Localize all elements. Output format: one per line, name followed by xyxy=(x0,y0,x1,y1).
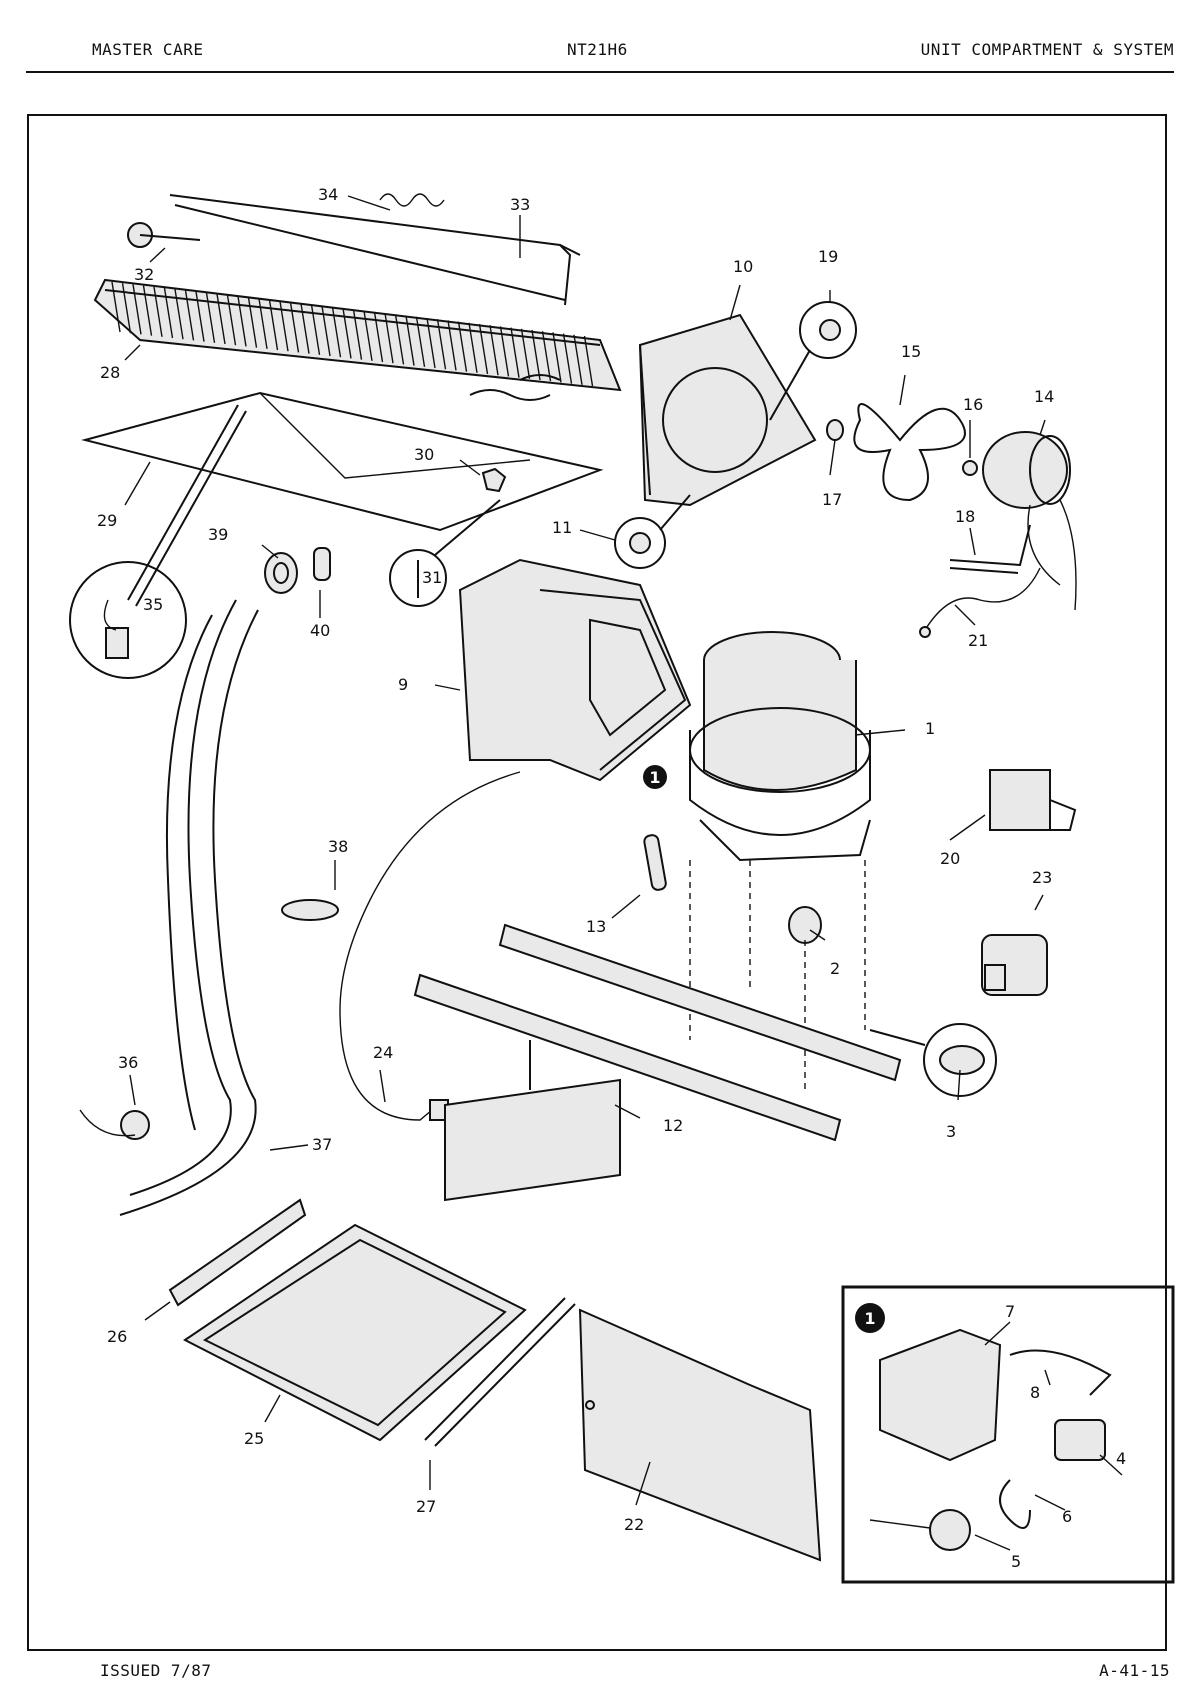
leader-lines xyxy=(124,195,1123,1551)
callout-39: 39 xyxy=(208,525,228,544)
callout-35: 35 xyxy=(143,595,163,614)
callout-10: 10 xyxy=(733,257,753,276)
part-16-nut xyxy=(962,460,978,476)
part-31-detail-circle xyxy=(389,499,501,607)
part-28-condenser xyxy=(93,278,622,401)
callout-40: 40 xyxy=(310,621,330,640)
callout-18: 18 xyxy=(955,507,975,526)
callout-17: 17 xyxy=(822,490,842,509)
part-3-detail-circle xyxy=(869,1023,997,1097)
compressor-ref-marker: 1 xyxy=(643,765,667,789)
callout-12: 12 xyxy=(663,1116,683,1135)
callout-27: 27 xyxy=(416,1497,436,1516)
callout-5: 5 xyxy=(1011,1552,1021,1571)
callout-38: 38 xyxy=(328,837,348,856)
callout-6: 6 xyxy=(1062,1507,1072,1526)
part-9-drain-pan xyxy=(458,558,692,782)
inset-box: 1 xyxy=(841,1285,1175,1584)
part-36-clamp xyxy=(79,1109,150,1140)
callout-37: 37 xyxy=(312,1135,332,1154)
part-6-spring xyxy=(999,1479,1031,1529)
part-4-overload xyxy=(1054,1419,1106,1461)
part-30-clip xyxy=(481,467,507,493)
callout-7: 7 xyxy=(1005,1302,1015,1321)
callout-31: 31 xyxy=(422,568,442,587)
callout-34: 34 xyxy=(318,185,338,204)
part-14-fan-motor xyxy=(982,431,1077,611)
part-38-clamp xyxy=(281,899,339,921)
footer-page-code: A-41-15 xyxy=(1099,1661,1170,1680)
callout-30: 30 xyxy=(414,445,434,464)
part-7-terminal-cover xyxy=(879,1328,1002,1462)
callout-20: 20 xyxy=(940,849,960,868)
footer-issue-date: ISSUED 7/87 xyxy=(100,1661,212,1680)
part-21-harness xyxy=(919,567,1041,638)
callout-9: 9 xyxy=(398,675,408,694)
part-17-clip xyxy=(826,419,844,441)
svg-text:1: 1 xyxy=(864,1309,875,1328)
part-27-rail xyxy=(424,1297,576,1447)
header-section-title: UNIT COMPARTMENT & SYSTEM xyxy=(920,40,1174,59)
part-20-capacitor xyxy=(989,769,1077,831)
part-2-grommet xyxy=(788,906,822,944)
callout-15: 15 xyxy=(901,342,921,361)
part-13-drier xyxy=(643,834,667,891)
part-12-base-rails xyxy=(413,923,902,1202)
callout-4: 4 xyxy=(1116,1449,1126,1468)
callout-22: 22 xyxy=(624,1515,644,1534)
part-24-power-cord xyxy=(339,771,521,1121)
part-18-bracket xyxy=(949,524,1031,574)
part-39-grommet xyxy=(264,552,298,594)
part-40-plug xyxy=(313,547,331,581)
part-1-compressor xyxy=(689,631,871,862)
callout-labels: 1 2 3 4 5 6 7 8 9 10 11 12 13 14 15 16 1… xyxy=(97,185,1126,1571)
part-33-drier-tube xyxy=(127,194,581,306)
part-35-detail-circle xyxy=(69,404,247,679)
svg-text:1: 1 xyxy=(649,768,660,787)
callout-14: 14 xyxy=(1034,387,1054,406)
part-37-drain-tube xyxy=(119,599,259,1216)
callout-24: 24 xyxy=(373,1043,393,1062)
callout-1: 1 xyxy=(925,719,935,738)
header-brand: MASTER CARE xyxy=(92,40,204,59)
callout-26: 26 xyxy=(107,1327,127,1346)
callout-25: 25 xyxy=(244,1429,264,1448)
part-22-access-panel xyxy=(578,1308,822,1562)
part-19-detail-circle xyxy=(769,301,857,421)
header-model: NT21H6 xyxy=(567,40,628,59)
part-10-fan-shroud xyxy=(638,313,817,507)
callout-13: 13 xyxy=(586,917,606,936)
callout-2: 2 xyxy=(830,959,840,978)
diagram-frame xyxy=(27,114,1167,1651)
part-26-bracket xyxy=(168,1198,307,1307)
callout-16: 16 xyxy=(963,395,983,414)
callout-33: 33 xyxy=(510,195,530,214)
part-11-grommet xyxy=(614,494,691,569)
header-rule xyxy=(26,71,1174,73)
callout-23: 23 xyxy=(1032,868,1052,887)
part-34-wire xyxy=(379,193,445,207)
callout-19: 19 xyxy=(818,247,838,266)
callout-8: 8 xyxy=(1030,1383,1040,1402)
callout-29: 29 xyxy=(97,511,117,530)
part-8-clip xyxy=(1009,1349,1112,1396)
callout-32: 32 xyxy=(134,265,154,284)
part-29-plate xyxy=(81,391,604,532)
callout-36: 36 xyxy=(118,1053,138,1072)
part-25-drain-pan xyxy=(183,1223,527,1442)
callout-11: 11 xyxy=(552,518,572,537)
part-23-relay xyxy=(981,934,1048,996)
callout-21: 21 xyxy=(968,631,988,650)
callout-3: 3 xyxy=(946,1122,956,1141)
part-15-fan-blade xyxy=(853,403,966,502)
callout-28: 28 xyxy=(100,363,120,382)
part-5-start-relay xyxy=(869,1509,971,1551)
